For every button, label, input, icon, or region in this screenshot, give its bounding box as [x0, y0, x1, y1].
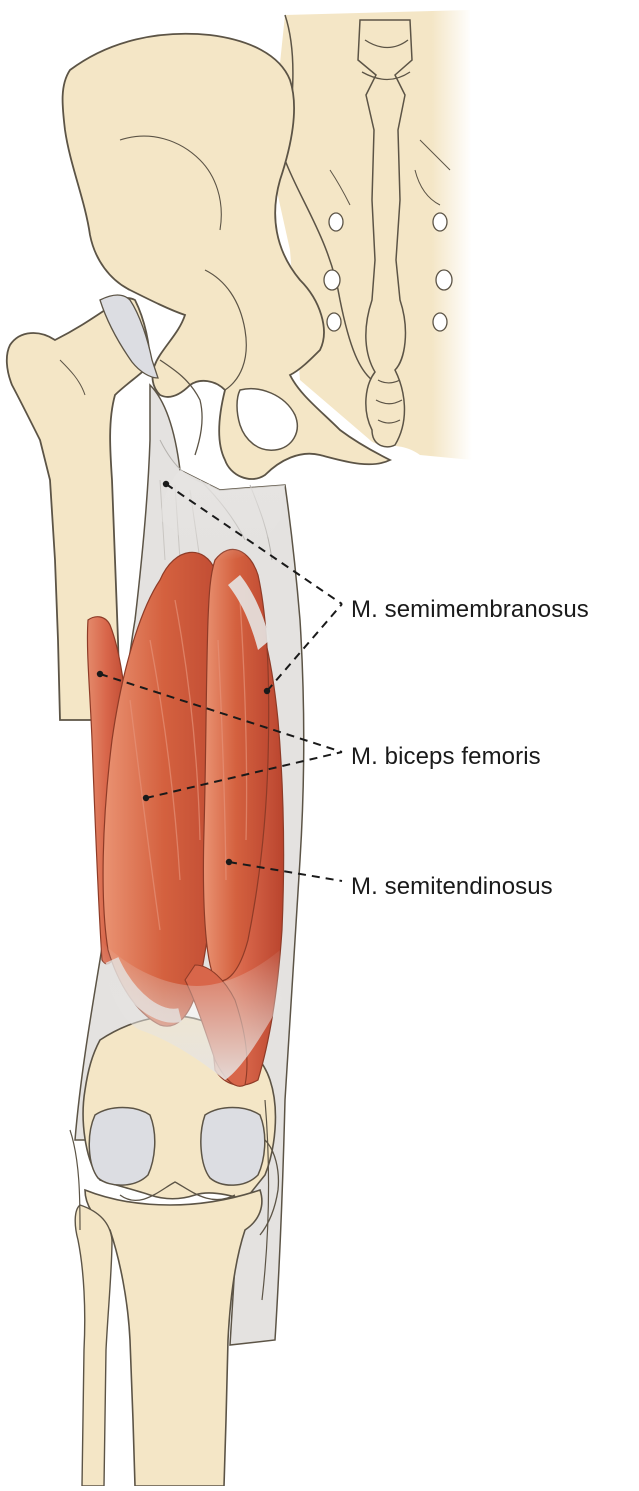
- label-biceps-femoris: M. biceps femoris: [351, 743, 541, 770]
- leader-lines: [96, 480, 343, 882]
- leader-dot: [225, 858, 233, 866]
- label-semitendinosus: M. semitendinosus: [351, 873, 553, 900]
- tendon-strand: [69, 1099, 270, 1301]
- tendon-overlay-lower: [100, 940, 282, 1080]
- tendon-stripe: [228, 575, 270, 650]
- leader-dot: [263, 687, 271, 695]
- tendon-overlay: [160, 470, 285, 560]
- label-semimembranosus: M. semimembranosus: [351, 596, 589, 623]
- muscle-semitendinosus: [202, 548, 270, 982]
- leader-dot: [142, 794, 150, 802]
- leader-biceps-upper: [99, 673, 343, 753]
- leader-dot: [96, 670, 104, 678]
- leader-semitendinosus: [228, 861, 343, 882]
- leader-biceps-lower: [145, 751, 343, 799]
- leader-semimembranosus-lower: [266, 603, 343, 692]
- leader-semimembranosus-upper: [165, 483, 343, 605]
- leader-dot: [162, 480, 170, 488]
- femur: [5, 294, 159, 721]
- pelvis: [61, 32, 393, 480]
